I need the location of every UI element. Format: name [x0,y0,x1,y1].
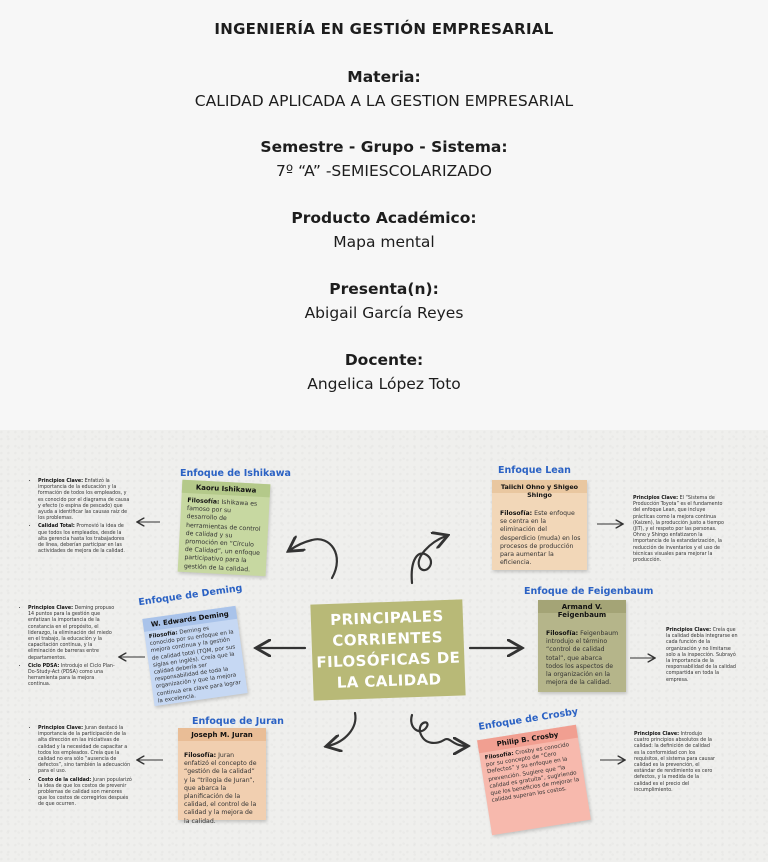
juran-details: Principios Clave: Juran destacó la impor… [30,726,132,811]
deming-cycle: Introdujo el Ciclo Plan-Do-Study-Act (PD… [28,663,115,688]
presenta-label: Presenta(n): [329,280,439,298]
lean-note: Taiichi Ohno y Shigeo Shingo Filosofía: … [492,480,587,570]
central-topic: PRINCIPALES CORRIENTES FILOSÓFICAS DE LA… [310,599,466,701]
juran-note: Joseph M. Juran Filosofía: Juran enfatiz… [178,728,266,825]
lean-principles-label: Principios Clave: [633,496,679,501]
docente-label: Docente: [344,351,424,369]
deming-principles: Deming propuso 14 puntos para la gestión… [28,606,115,661]
ishikawa-principles: Enfatizó la importancia de la educación … [38,479,130,522]
feigenbaum-details: Principios Clave: Creía que la calidad d… [666,628,738,684]
feigenbaum-author: Armand V. Feigenbaum [557,603,607,620]
feigenbaum-philosophy: Feigenbaum introdujo el término “control… [546,630,619,687]
feigenbaum-title: Enfoque de Feigenbaum [524,586,654,597]
ishikawa-principles-label: Principios Clave: [38,479,84,484]
deming-title: Enfoque de Deming [137,582,244,609]
lean-principles: El “Sistema de Producción Toyota” es el … [633,496,724,564]
ishikawa-details: Principios Clave: Enfatizó la importanci… [30,479,130,557]
lean-details: Principios Clave: El “Sistema de Producc… [633,496,725,564]
arrow-to-lean [410,536,446,585]
ishikawa-note: Kaoru Ishikawa Filosofía: Ishikawa es fa… [177,479,271,577]
mind-map: PRINCIPALES CORRIENTES FILOSÓFICAS DE LA… [0,430,768,862]
lean-author: Taiichi Ohno y Shigeo Shingo [500,483,579,500]
juran-cost-label: Costo de la calidad: [38,777,92,783]
deming-principles-label: Principios Clave: [28,606,74,611]
feigenbaum-principles-label: Principios Clave: [666,628,712,633]
docente-value: Angelica López Toto [307,375,461,393]
crosby-principles: Introdujo cuatro principios absolutos de… [634,732,715,793]
deming-cycle-label: Ciclo PDSA: [28,663,60,669]
juran-philosophy-label: Filosofía: [184,752,217,759]
deming-note: W. Edwards Deming Filosofía: Deming es c… [142,605,248,707]
deming-details: Principios Clave: Deming propuso 14 punt… [20,606,118,691]
ishikawa-philosophy: Ishikawa es famoso por su desarrollo de … [183,498,261,574]
crosby-note: Philip B. Crosby Filosofía: Crosby es co… [477,724,591,836]
ishikawa-title: Enfoque de Ishikawa [180,468,291,479]
ishikawa-tqc: Promovió la idea de que todos los emplea… [38,524,125,555]
crosby-principles-label: Principios Clave: [634,732,680,737]
feigenbaum-principles: Creía que la calidad debía integrarse en… [666,628,738,683]
institution-title: INGENIERÍA EN GESTIÓN EMPRESARIAL [214,20,554,38]
arrow-to-crosby [410,713,466,746]
crosby-details: Principios Clave: Introdujo cuatro princ… [634,732,716,794]
feigenbaum-philosophy-label: Filosofía: [546,630,579,637]
central-topic-text: PRINCIPALES CORRIENTES FILOSÓFICAS DE LA… [316,607,461,692]
producto-value: Mapa mental [333,233,435,251]
lean-philosophy-label: Filosofía: [500,510,533,517]
ishikawa-philosophy-label: Filosofía: [187,497,220,506]
semestre-label: Semestre - Grupo - Sistema: [260,138,508,156]
crosby-philosophy: Crosby es conocido por su concepto de “C… [485,742,580,805]
arrow-to-juran [328,711,357,746]
juran-title: Enfoque de Juran [192,716,284,727]
cover-page: INGENIERÍA EN GESTIÓN EMPRESARIAL Materi… [0,0,768,430]
semestre-value: 7º “A” -SEMIESCOLARIZADO [276,162,492,180]
feigenbaum-note: Armand V. Feigenbaum Filosofía: Feigenba… [538,600,626,692]
juran-principles-label: Principios Clave: [38,726,84,731]
presenta-value: Abigail García Reyes [304,304,464,322]
materia-label: Materia: [347,68,421,86]
juran-principles: Juran destacó la importancia de la parti… [38,726,131,775]
juran-cost: Juran popularizó la idea de que los cost… [38,777,132,808]
arrow-to-ishikawa [290,539,338,580]
lean-philosophy: Este enfoque se centra en la eliminación… [500,510,581,567]
producto-label: Producto Académico: [291,209,477,227]
lean-title: Enfoque Lean [498,465,571,476]
ishikawa-tqc-label: Calidad Total: [38,524,75,530]
juran-philosophy: Juran enfatizó el concepto de “gestión d… [184,752,257,825]
juran-author: Joseph M. Juran [191,731,253,739]
materia-value: CALIDAD APLICADA A LA GESTION EMPRESARIA… [194,92,574,110]
